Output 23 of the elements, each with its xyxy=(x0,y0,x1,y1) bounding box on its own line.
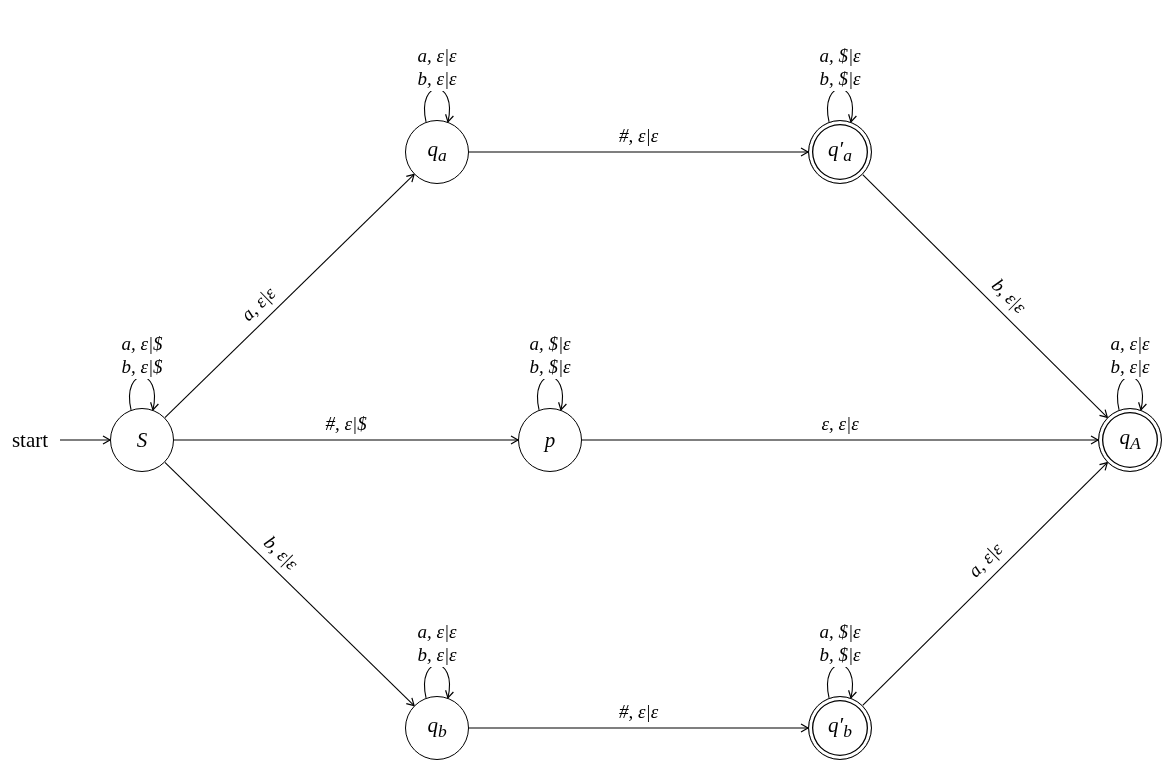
self-loop-arrow xyxy=(129,376,159,411)
self-loop-arrow xyxy=(424,88,454,123)
accepting-state-circle: q′$_{a}$ xyxy=(808,120,872,184)
transition-arrow xyxy=(862,461,1108,706)
self-loop-arrow xyxy=(424,664,454,699)
self-loop-arrow xyxy=(827,88,857,123)
start-text: start xyxy=(2,426,58,454)
transition-arrow xyxy=(164,461,415,707)
accepting-state-circle: q′$_{b}$ xyxy=(808,696,872,760)
transition-arrow xyxy=(581,435,1099,445)
transition-arrow xyxy=(468,723,809,733)
transition-arrow xyxy=(164,173,415,419)
accepting-state-circle: q$_{A}$ xyxy=(1098,408,1162,472)
start-arrow xyxy=(59,435,111,445)
state-circle: p xyxy=(518,408,582,472)
state-circle: q$_{b}$ xyxy=(405,696,469,760)
state-circle: q$_{a}$ xyxy=(405,120,469,184)
transition-arrow xyxy=(468,147,809,157)
state-circle: S xyxy=(110,408,174,472)
self-loop-arrow xyxy=(1117,376,1147,411)
self-loop-arrow xyxy=(537,376,567,411)
transition-arrow xyxy=(862,174,1108,419)
transition-arrow xyxy=(173,435,519,445)
